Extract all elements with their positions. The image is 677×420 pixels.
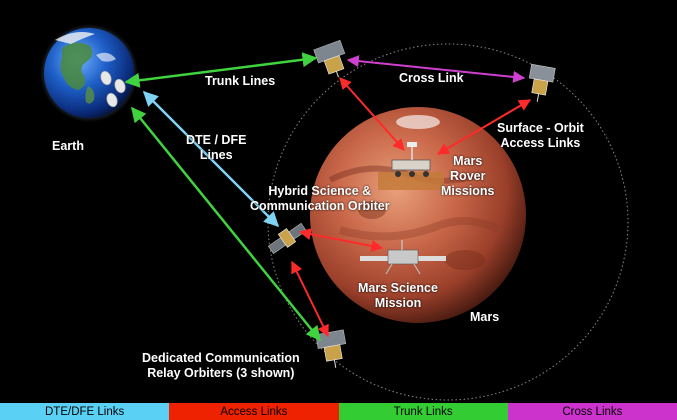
dedicated-relay-label-line2: Relay Orbiters (3 shown) <box>142 366 300 381</box>
hybrid-orbiter-label-line2: Communication Orbiter <box>250 199 390 214</box>
trunk-lines-label: Trunk Lines <box>205 74 275 89</box>
legend-item-access: Access Links <box>169 403 338 420</box>
mars-science-mission-label: Mars Science Mission <box>358 281 438 311</box>
legend-item-trunk: Trunk Links <box>339 403 508 420</box>
surface-orbit-label: Surface - Orbit Access Links <box>497 121 584 151</box>
mars-science-label-line2: Mission <box>358 296 438 311</box>
mars-rover-missions-label: Mars Rover Missions <box>441 154 495 199</box>
earth-label: Earth <box>52 139 84 154</box>
cross-link-satellite-icon <box>525 64 555 104</box>
mars-rover-label-line3: Missions <box>441 184 495 199</box>
access-link-hybrid-dedicated <box>292 262 328 336</box>
dedicated-relay-satellite-icon <box>316 330 350 370</box>
mars-label: Mars <box>470 310 499 325</box>
legend-label-trunk: Trunk Links <box>394 406 453 418</box>
surface-orbit-label-line1: Surface - Orbit <box>497 121 584 136</box>
surface-orbit-label-line2: Access Links <box>497 136 584 151</box>
cross-link-label: Cross Link <box>399 71 464 86</box>
hybrid-orbiter-label: Hybrid Science & Communication Orbiter <box>250 184 390 214</box>
link-legend: DTE/DFE Links Access Links Trunk Links C… <box>0 403 677 420</box>
earth-globe <box>40 24 138 122</box>
hybrid-orbiter-label-line1: Hybrid Science & <box>250 184 390 199</box>
dedicated-relay-label: Dedicated Communication Relay Orbiters (… <box>142 351 300 381</box>
mars-rover-label-line1: Mars <box>441 154 495 169</box>
legend-item-dte-dfe: DTE/DFE Links <box>0 403 169 420</box>
dedicated-relay-label-line1: Dedicated Communication <box>142 351 300 366</box>
legend-item-cross: Cross Links <box>508 403 677 420</box>
legend-label-dte-dfe: DTE/DFE Links <box>45 406 124 418</box>
trunk-relay-satellite-icon <box>314 40 352 82</box>
legend-label-access: Access Links <box>220 406 287 418</box>
dte-dfe-label: DTE / DFE Lines <box>186 133 246 163</box>
hybrid-orbiter-satellite-icon <box>266 220 308 256</box>
dte-dfe-label-line1: DTE / DFE <box>186 133 246 148</box>
mars-science-label-line1: Mars Science <box>358 281 438 296</box>
legend-label-cross: Cross Links <box>562 406 622 418</box>
dte-dfe-label-line2: Lines <box>186 148 246 163</box>
mars-rover-label-line2: Rover <box>441 169 495 184</box>
